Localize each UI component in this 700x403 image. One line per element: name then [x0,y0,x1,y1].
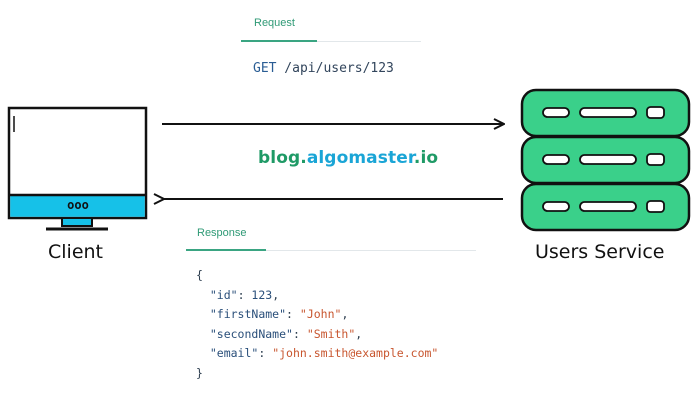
response-json: { "id": 123, "firstName": "John", "secon… [196,268,439,380]
json-close-brace: } [196,365,203,380]
watermark: blog.algomaster.io [258,148,438,168]
client-monitor-icon [7,106,148,231]
monitor-dots: ooo [67,198,89,212]
server-unit-1 [520,88,691,138]
server-unit-2 [520,135,691,185]
json-value: "John" [299,307,342,322]
request-line: GET /api/users/123 [253,61,394,76]
request-path-id: 123 [370,61,394,76]
response-panel-tab-underline [186,249,266,251]
monitor-bezel [10,195,145,217]
response-panel-divider [186,250,476,251]
json-key: "email" [209,346,259,361]
json-key: "secondName" [209,326,293,341]
json-comma: , [272,287,280,302]
json-comma: , [341,307,349,322]
watermark-prefix: blog. [258,148,307,168]
server-unit-3 [520,182,691,232]
json-comma: , [355,326,363,341]
http-method: GET [253,61,277,76]
json-key: "firstName" [209,307,287,322]
watermark-suffix: .io [413,148,439,168]
json-value: "john.smith@example.com" [272,346,439,361]
watermark-brand: algomaster [306,148,414,168]
server-rack-icon [520,88,691,232]
response-panel-label: Response [197,227,247,239]
request-panel-divider [241,41,421,42]
client-label: Client [48,241,104,263]
json-open-brace: { [196,268,203,282]
request-path: /api/users/ [276,61,371,76]
json-value: 123 [251,287,273,302]
json-key: "id" [209,287,238,302]
monitor-stand-neck [61,217,93,227]
request-panel-label: Request [254,17,295,29]
request-panel-tab-underline [241,40,317,42]
json-value: "Smith" [306,326,356,341]
server-label: Users Service [535,241,665,263]
